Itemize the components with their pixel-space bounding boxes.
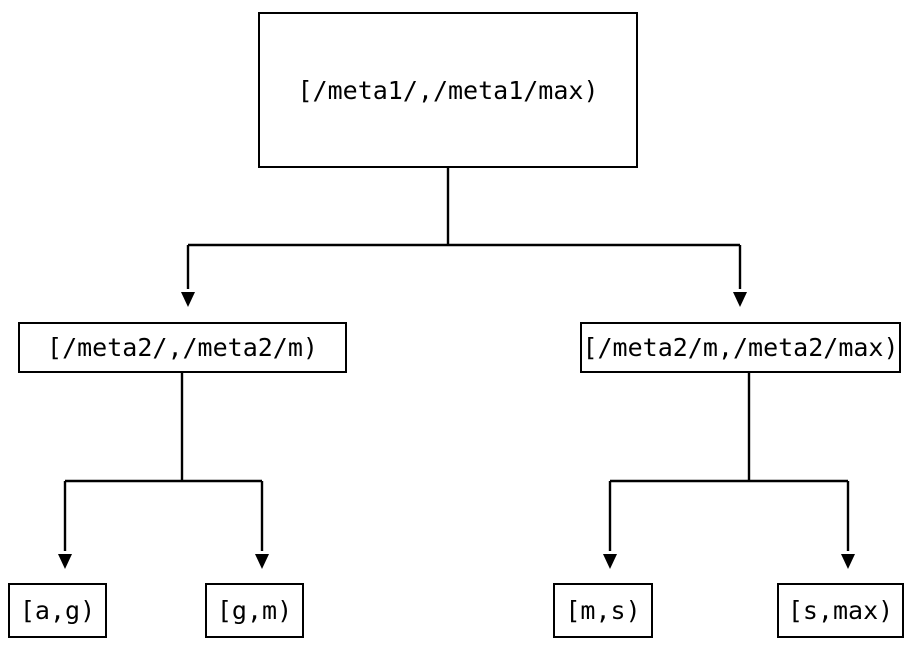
- tree-node-leaf-g-m[interactable]: [g,m): [205, 583, 304, 638]
- arrowhead-mid-left-to-leaf-1: [255, 554, 269, 569]
- tree-node-leaf-s-max-label: [s,max): [787, 596, 894, 625]
- arrowhead-mid-right-to-leaf-2: [603, 554, 617, 569]
- tree-node-mid-left-label: [/meta2/,/meta2/m): [47, 333, 318, 362]
- tree-node-root[interactable]: [/meta1/,/meta1/max): [258, 12, 638, 168]
- tree-node-leaf-a-g[interactable]: [a,g): [8, 583, 107, 638]
- arrowhead-root-to-mid-left: [181, 292, 195, 307]
- tree-node-mid-right-label: [/meta2/m,/meta2/max): [582, 333, 899, 362]
- tree-node-leaf-g-m-label: [g,m): [216, 596, 293, 625]
- arrowhead-root-to-mid-right: [733, 292, 747, 307]
- tree-node-leaf-m-s[interactable]: [m,s): [553, 583, 653, 638]
- tree-node-leaf-s-max[interactable]: [s,max): [777, 583, 904, 638]
- tree-node-leaf-m-s-label: [m,s): [565, 596, 641, 625]
- arrowhead-mid-left-to-leaf-0: [58, 554, 72, 569]
- tree-node-root-label: [/meta1/,/meta1/max): [297, 75, 599, 105]
- tree-node-mid-right[interactable]: [/meta2/m,/meta2/max): [580, 322, 901, 373]
- arrowhead-mid-right-to-leaf-3: [841, 554, 855, 569]
- tree-node-mid-left[interactable]: [/meta2/,/meta2/m): [18, 322, 347, 373]
- tree-node-leaf-a-g-label: [a,g): [19, 596, 96, 625]
